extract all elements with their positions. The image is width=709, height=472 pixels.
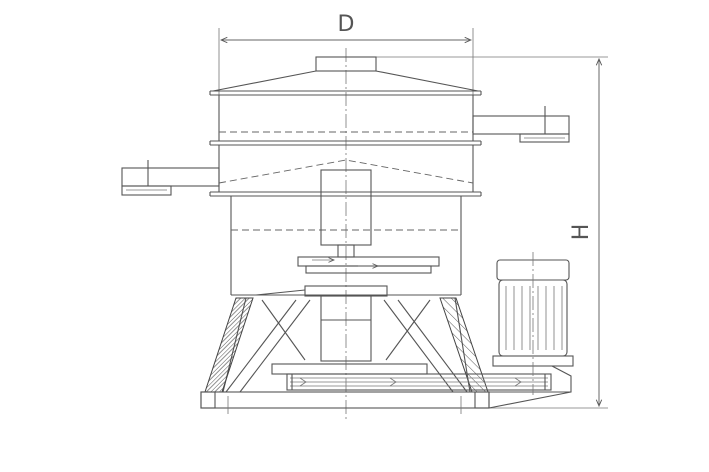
rubber-spring-left: [204, 297, 254, 393]
base-plate: [200, 365, 572, 414]
top-cover: [209, 56, 482, 96]
dimension-d-label: D: [338, 12, 355, 37]
dimension-h-label: H: [569, 224, 594, 241]
belt-drive: [271, 363, 552, 391]
dimension-d: D: [218, 12, 474, 95]
drive-motor: [492, 252, 574, 395]
support-frame: [222, 289, 471, 393]
upper-outlet: [472, 106, 570, 143]
lower-outlet: [121, 160, 220, 196]
machine-body: [230, 196, 462, 296]
upper-sieve-frame: [209, 95, 482, 146]
lower-sieve-frame: [209, 145, 482, 197]
dimension-h: H: [376, 56, 608, 409]
vibration-motor: [297, 169, 440, 362]
